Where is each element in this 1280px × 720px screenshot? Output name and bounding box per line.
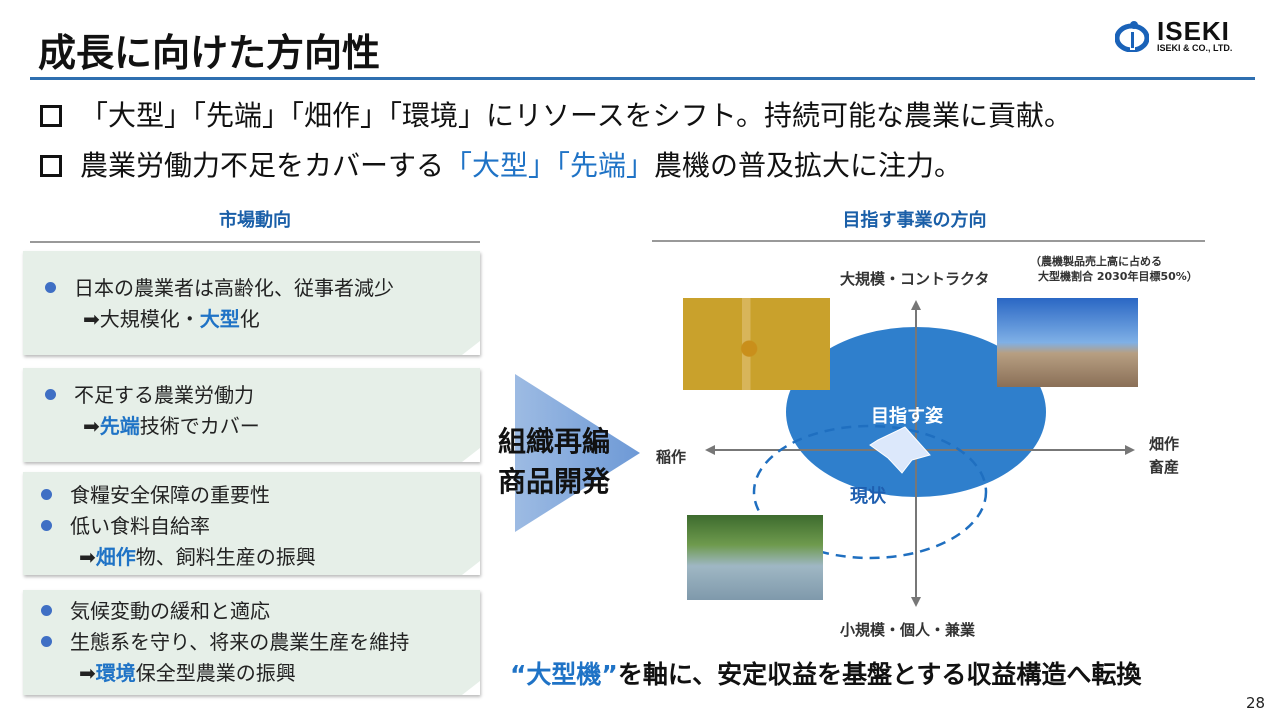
bullet-dot-icon <box>41 636 52 647</box>
axis-label-right-2: 畜産 <box>1149 458 1180 476</box>
combine-harvester-photo <box>683 298 830 390</box>
bullet-dot-icon <box>45 389 56 400</box>
logo-name: ISEKI <box>1157 16 1230 46</box>
trend-item: 食糧安全保障の重要性 <box>70 483 270 507</box>
current-ellipse <box>752 424 988 560</box>
middle-label-1: 組織再編 <box>498 425 611 458</box>
trend-item: 生態系を守り、将来の農業生産を維持 <box>70 630 410 654</box>
divider <box>30 241 480 243</box>
arrow-icon: ➡ <box>83 307 100 331</box>
bullet-2: 農業労働力不足をカバーする「大型」「先端」農機の普及拡大に注力。 <box>40 144 962 184</box>
divider <box>652 240 1205 242</box>
rice-transplanter-photo <box>687 515 823 600</box>
positioning-map <box>705 300 1135 607</box>
axis-arrow-down-icon <box>911 597 921 607</box>
page-curl <box>462 448 480 462</box>
trend-emphasis: 畑作 <box>95 545 136 569</box>
trend-emphasis: 先端 <box>99 414 140 438</box>
iseki-logo-icon <box>1115 21 1149 52</box>
trend-emphasis: 大型 <box>199 307 240 331</box>
page-number: 28 <box>1246 694 1266 712</box>
axis-arrow-left-icon <box>705 445 715 455</box>
bullet-dot-icon <box>41 605 52 616</box>
target-note: （農機製品売上高に占める大型機割合 2030年目標50%） <box>1030 254 1198 284</box>
bullet-text: 「大型」「先端」「畑作」「環境」にリソースをシフト。持続可能な農業に貢献。 <box>80 99 1073 132</box>
bullet-emphasis: 「大型」「先端」 <box>444 149 655 182</box>
trend-box: 食糧安全保障の重要性 低い食料自給率 ➡畑作物、飼料生産の振興 <box>23 472 480 575</box>
trend-result: 化 <box>239 307 260 331</box>
arrow-icon: ➡ <box>83 414 100 438</box>
trend-item: 気候変動の緩和と適応 <box>70 599 270 623</box>
note-line: 大型機割合 2030年目標50%） <box>1038 270 1198 283</box>
trend-result: 保全型農業の振興 <box>135 661 296 685</box>
note-line: （農機製品売上高に占める <box>1030 255 1162 268</box>
logo-subtitle: ISEKI & CO., LTD. <box>1157 43 1233 53</box>
axis-label-top: 大規模・コントラクタ <box>840 270 990 288</box>
bullet-1: 「大型」「先端」「畑作」「環境」にリソースをシフト。持続可能な農業に貢献。 <box>40 94 1072 134</box>
trend-item: 低い食料自給率 <box>70 514 210 538</box>
bullet-text: 農業労働力不足をカバーする <box>80 149 445 182</box>
trend-box: 不足する農業労働力 ➡先端技術でカバー <box>23 368 480 462</box>
trend-item: 日本の農業者は高齢化、従事者減少 <box>74 276 394 300</box>
page-curl <box>462 341 480 355</box>
slide-title: 成長に向けた方向性 <box>38 31 381 75</box>
current-label: 現状 <box>850 486 886 507</box>
trend-emphasis: 環境 <box>95 661 136 685</box>
trend-box: 気候変動の緩和と適応 生態系を守り、将来の農業生産を維持 ➡環境保全型農業の振興 <box>23 590 480 695</box>
bullet-dot-icon <box>45 282 56 293</box>
trend-result: 物、飼料生産の振興 <box>135 545 316 569</box>
tractor-field-photo <box>997 298 1138 387</box>
arrow-icon: ➡ <box>79 545 96 569</box>
bullet-dot-icon <box>41 520 52 531</box>
axis-label-right-1: 畑作 <box>1149 435 1180 453</box>
iseki-logo: ISEKI ISEKI & CO., LTD. <box>1115 16 1265 54</box>
title-rule <box>30 77 1255 80</box>
arrow-icon: ➡ <box>79 661 96 685</box>
business-direction-header: 目指す事業の方向 <box>842 210 987 231</box>
tagline-emphasis: “大型機” <box>510 660 618 689</box>
trend-result: 技術でカバー <box>139 414 260 438</box>
trend-box: 日本の農業者は高齢化、従事者減少 ➡大規模化・大型化 <box>23 251 480 355</box>
trend-item: 不足する農業労働力 <box>74 383 254 407</box>
axis-label-left: 稲作 <box>656 448 687 466</box>
middle-label-2: 商品開発 <box>498 465 611 498</box>
square-bullet-icon <box>40 105 62 127</box>
bullet-text: 農機の普及拡大に注力。 <box>654 149 963 182</box>
tagline: “大型機”を軸に、安定収益を基盤とする収益構造へ転換 <box>510 655 1141 691</box>
target-label: 目指す姿 <box>871 406 943 427</box>
axis-arrow-up-icon <box>911 300 921 310</box>
square-bullet-icon <box>40 155 62 177</box>
shift-arrow-icon <box>869 426 931 474</box>
trend-result: 大規模化・ <box>99 307 200 331</box>
bullet-dot-icon <box>41 489 52 500</box>
axis-arrow-right-icon <box>1125 445 1135 455</box>
market-trend-header: 市場動向 <box>219 210 291 231</box>
axis-label-bottom: 小規模・個人・兼業 <box>840 621 976 639</box>
tagline-text: を軸に、安定収益を基盤とする収益構造へ転換 <box>617 660 1142 689</box>
